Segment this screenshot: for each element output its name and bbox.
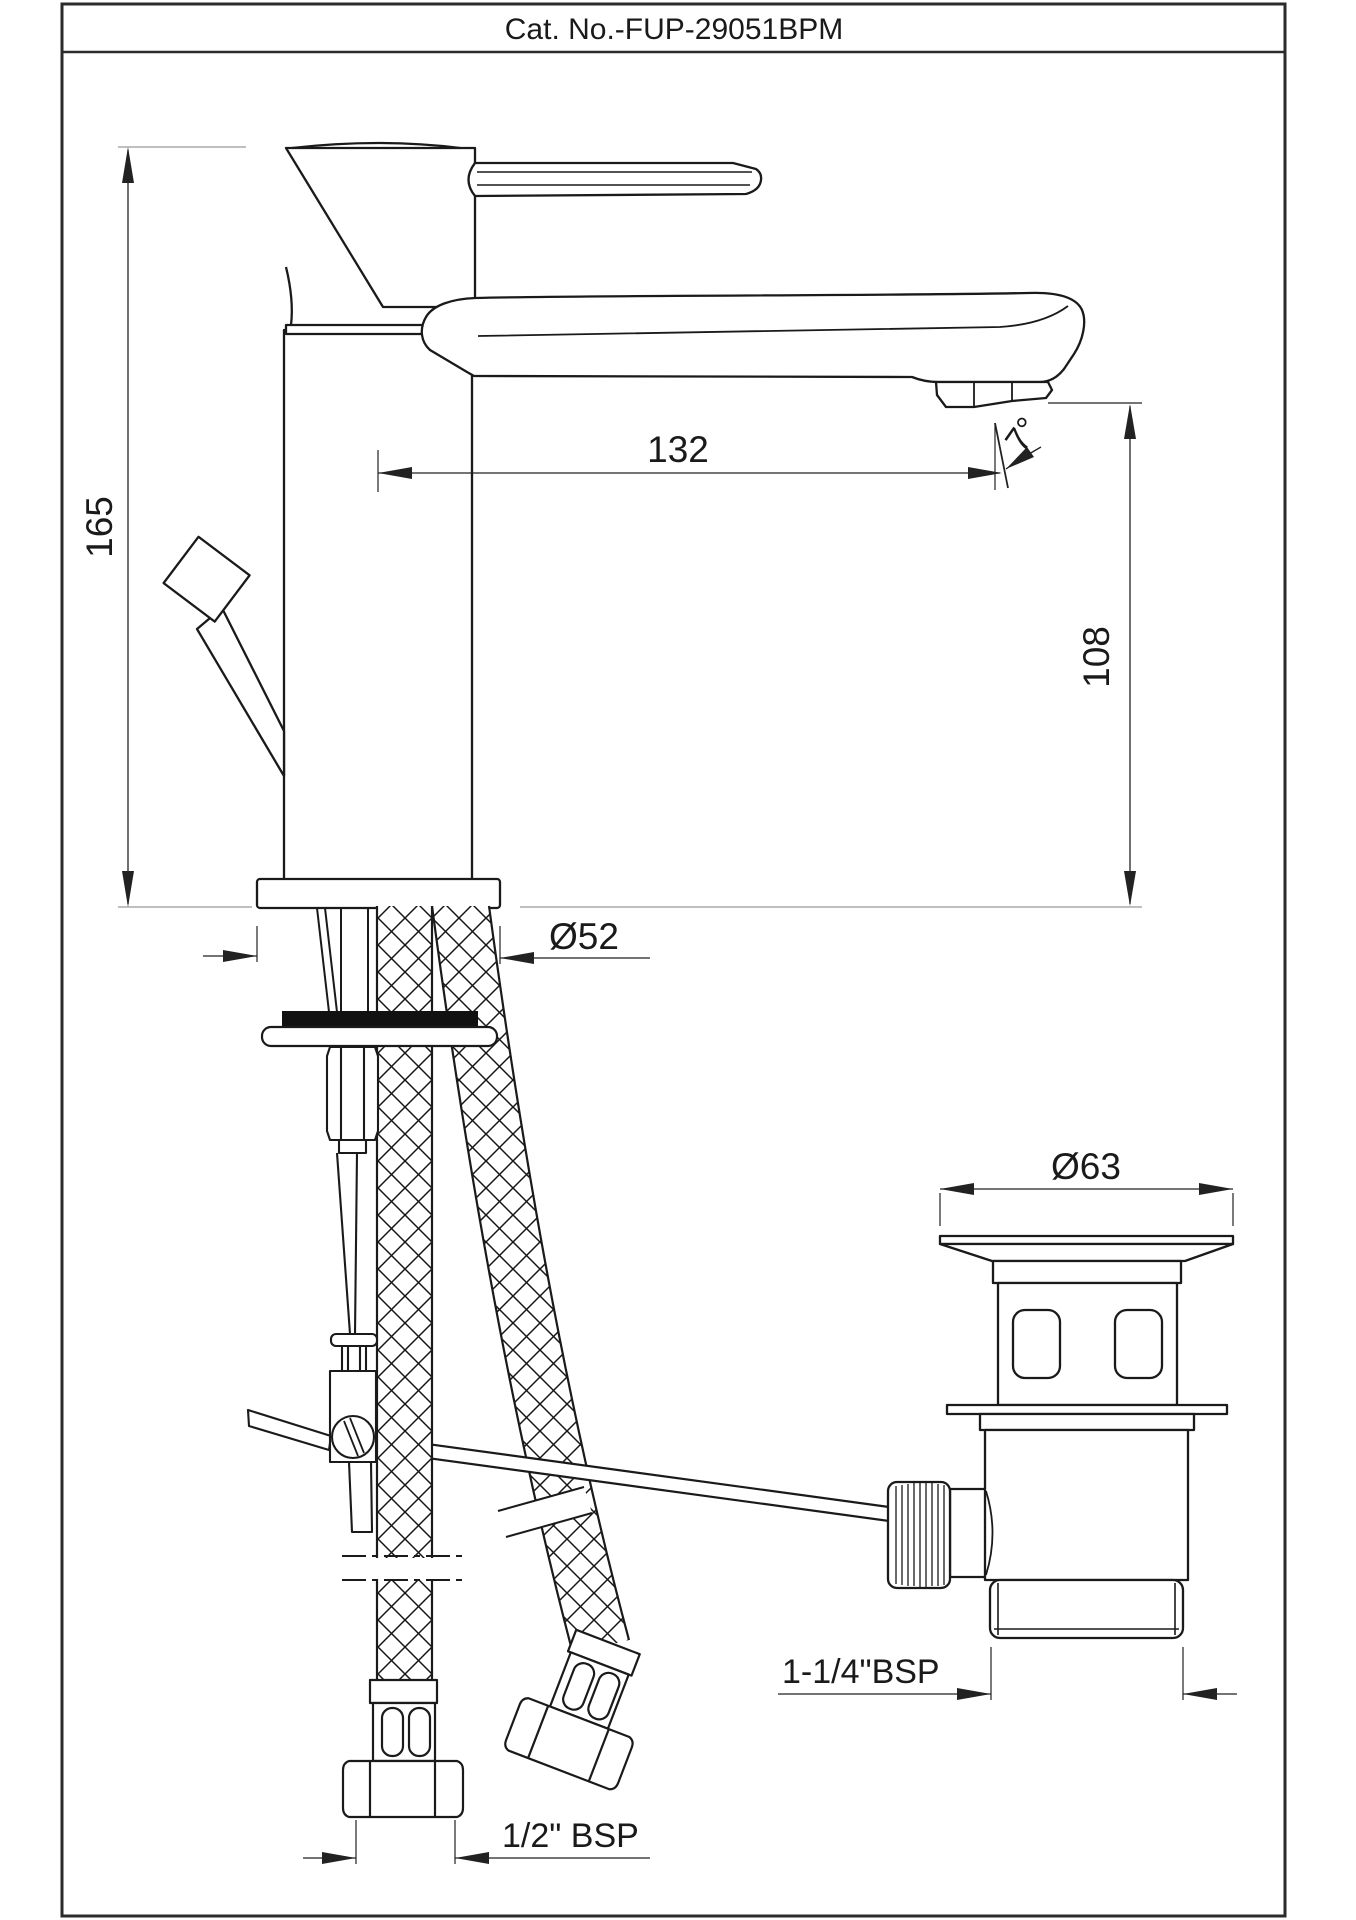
dim-inlet-thread: 1/2" BSP <box>303 1817 650 1864</box>
hose-fitting-vertical <box>341 1678 465 1819</box>
dim-waste-flange-diameter: Ø63 <box>939 1146 1234 1226</box>
label-base-diameter: Ø52 <box>549 916 619 957</box>
faucet-body <box>162 141 1086 910</box>
clamp-screw <box>330 1414 376 1460</box>
waste-slot <box>1011 1308 1062 1380</box>
drawing-frame <box>60 2 1287 1918</box>
waste-thread-section <box>988 1578 1185 1640</box>
aerator <box>934 380 1054 409</box>
waste-body <box>983 1428 1190 1582</box>
label-spout-height: 108 <box>1076 626 1117 688</box>
dim-waste-thread: 1-1/4"BSP <box>778 1647 1237 1700</box>
hose-fitting-diagonal <box>504 1628 641 1791</box>
handle-lever <box>467 161 763 198</box>
label-overall-height: 165 <box>79 496 120 558</box>
dim-spout-height: 108 <box>1048 402 1142 906</box>
dim-spout-angle: 7° <box>994 410 1048 490</box>
popup-lever-rod <box>246 1408 333 1452</box>
waste-slot <box>1113 1308 1164 1380</box>
label-spout-reach: 132 <box>647 429 709 470</box>
faucet-head <box>284 141 477 326</box>
label-waste-thread: 1-1/4"BSP <box>782 1653 940 1691</box>
drain-pull-rod <box>374 1435 891 1523</box>
dim-overall-height: 165 <box>79 146 252 908</box>
popup-rod <box>195 606 286 778</box>
hose-break-vertical <box>340 1558 468 1579</box>
drain-waste-assembly <box>886 1234 1235 1640</box>
under-deck-rods <box>316 907 369 1013</box>
popup-knob <box>162 535 251 623</box>
mounting-gasket <box>282 1011 478 1028</box>
mounting-nut <box>325 1045 380 1142</box>
knob-neck <box>948 1487 992 1579</box>
base-plate <box>255 877 502 910</box>
title-catalog-number: Cat. No.-FUP-29051BPM <box>505 13 843 46</box>
faucet-column <box>282 328 474 882</box>
dim-base-diameter: Ø52 <box>203 916 650 964</box>
hose-nut-diagonal <box>504 1697 634 1791</box>
label-spout-angle: 7° <box>998 410 1048 458</box>
waste-flange <box>938 1234 1235 1246</box>
mounting-washer <box>260 1025 499 1048</box>
drain-knurled-nut <box>886 1480 952 1590</box>
label-inlet-thread: 1/2" BSP <box>502 1817 639 1855</box>
hose-nut-vertical <box>341 1759 465 1819</box>
hose-break-diagonal <box>498 1487 592 1537</box>
spout <box>420 291 1086 384</box>
label-waste-flange-diameter: Ø63 <box>1051 1146 1121 1187</box>
neck-ring <box>284 323 432 336</box>
popup-linkage <box>246 1045 380 1534</box>
dim-spout-reach: 132 <box>377 429 1002 492</box>
